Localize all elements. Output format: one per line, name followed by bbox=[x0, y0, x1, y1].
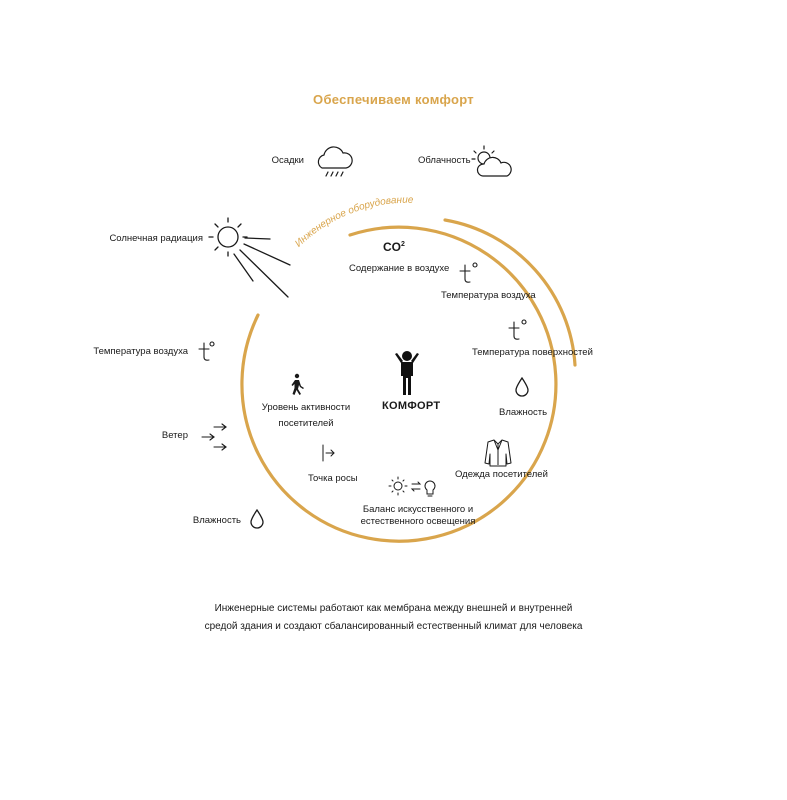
external-humidity-label: Влажность bbox=[192, 515, 241, 526]
solar-radiation-label: Солнечная радиация bbox=[109, 233, 203, 244]
caption-line1: Инженерные системы работают как мембрана… bbox=[214, 603, 573, 614]
activity-label-line2: посетителей bbox=[278, 418, 334, 429]
sun-bulb-icon bbox=[388, 476, 436, 497]
page-title: Обеспечиваем комфорт bbox=[313, 92, 474, 107]
person-icon bbox=[395, 351, 419, 395]
temperature-icon bbox=[508, 319, 527, 340]
sun-rays-icon bbox=[208, 217, 291, 298]
dew-point-icon bbox=[322, 444, 335, 462]
sun-cloud-icon bbox=[471, 145, 512, 177]
activity-label: Уровень активности посетителей bbox=[256, 400, 356, 432]
precipitation-label: Осадки bbox=[271, 155, 304, 166]
lighting-label-line2: естественного освещения bbox=[360, 516, 476, 527]
co2-symbol: CO2 bbox=[383, 240, 405, 254]
surface-temperature-label: Температура поверхностей bbox=[472, 347, 593, 358]
temperature-icon bbox=[459, 262, 478, 283]
comfort-label: КОМФОРТ bbox=[382, 400, 441, 412]
wind-icon bbox=[201, 423, 227, 451]
engineering-ring-top bbox=[443, 218, 577, 367]
drop-icon bbox=[250, 508, 264, 529]
dew-point-label: Точка росы bbox=[308, 473, 358, 484]
drop-icon bbox=[515, 376, 529, 397]
caption: Инженерные системы работают как мембрана… bbox=[0, 600, 787, 636]
co2-base: CO bbox=[383, 240, 401, 254]
activity-label-line1: Уровень активности bbox=[261, 402, 351, 413]
internal-air-temperature-label: Температура воздуха bbox=[441, 290, 536, 301]
external-air-temperature-label: Температура воздуха bbox=[93, 346, 188, 357]
wind-label: Ветер bbox=[161, 430, 188, 441]
jacket-icon bbox=[484, 439, 512, 467]
lighting-label: Баланс искусственного и естественного ос… bbox=[356, 504, 480, 528]
walking-person-icon bbox=[291, 373, 304, 395]
caption-line2: средой здания и создают сбалансированный… bbox=[204, 621, 583, 632]
clothing-label: Одежда посетителей bbox=[455, 469, 548, 480]
co2-superscript: 2 bbox=[401, 241, 405, 248]
engineering-ring bbox=[240, 225, 558, 543]
lighting-label-line1: Баланс искусственного и bbox=[362, 504, 474, 515]
cloudiness-label: Облачность bbox=[418, 155, 471, 166]
temperature-icon bbox=[198, 341, 215, 361]
co2-label: Содержание в воздухе bbox=[349, 263, 450, 274]
rain-cloud-icon bbox=[317, 146, 353, 177]
internal-humidity-label: Влажность bbox=[499, 407, 548, 418]
